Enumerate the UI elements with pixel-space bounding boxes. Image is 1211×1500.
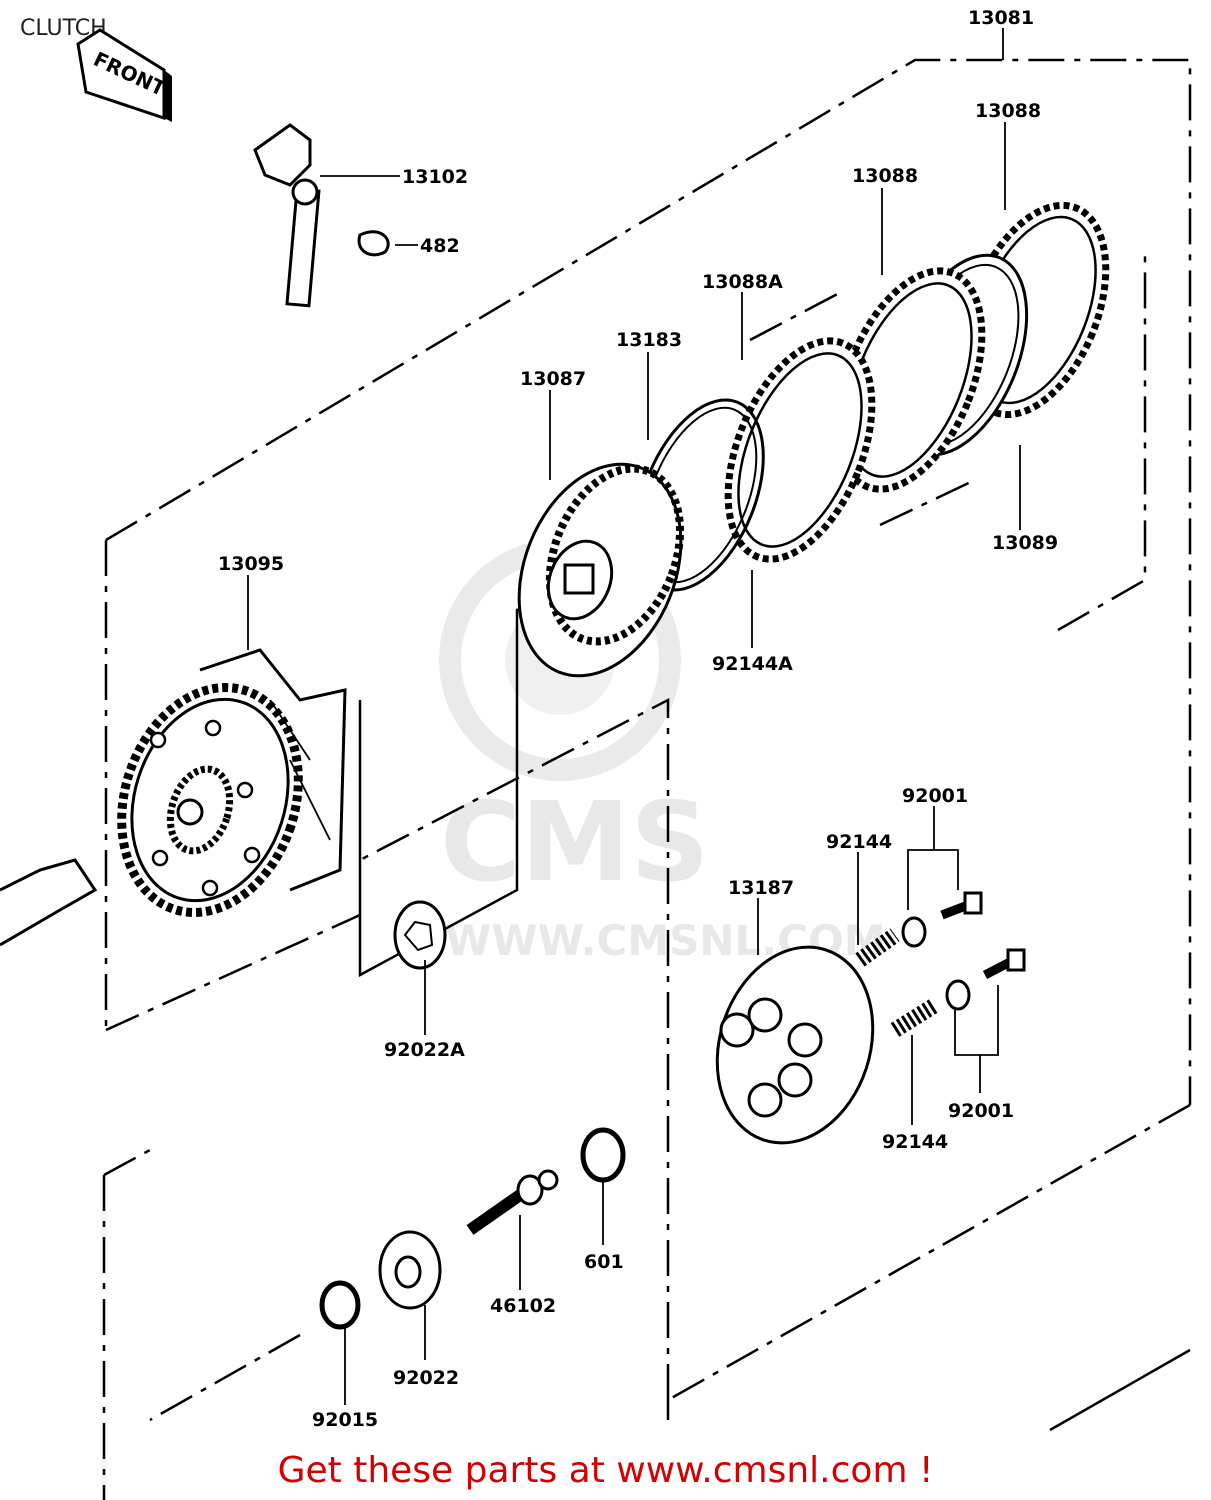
part-label: 92144 — [826, 831, 892, 853]
clutch-release-lever — [253, 123, 390, 308]
part-label: 13081 — [968, 7, 1034, 29]
part-label: 13183 — [616, 329, 682, 351]
pressure-plate — [715, 945, 875, 1145]
part-label: 13089 — [992, 532, 1058, 554]
part-label: 13187 — [728, 877, 794, 899]
part-label: 13102 — [402, 166, 468, 188]
part-label: 92144A — [712, 653, 793, 675]
part-label: 92144 — [882, 1131, 948, 1153]
footer-link-text[interactable]: Get these parts at www.cmsnl.com ! — [277, 1450, 934, 1491]
part-label: 13095 — [218, 553, 284, 575]
part-label: 46102 — [490, 1295, 556, 1317]
leader-lines — [247, 28, 1021, 1405]
part-label: 92022 — [393, 1367, 459, 1389]
part-label: 92001 — [948, 1100, 1014, 1122]
part-label: 92001 — [902, 785, 968, 807]
clutch-outer-housing — [0, 648, 347, 947]
part-label: 601 — [584, 1251, 624, 1273]
front-arrow-icon: FRONT — [76, 28, 172, 122]
part-label: 13088A — [702, 271, 783, 293]
part-label: 13088 — [975, 100, 1041, 122]
watermark-logo: CMS — [440, 778, 709, 906]
part-label: 92015 — [312, 1409, 378, 1431]
part-labels: 13081 13088 13088 13102 482 13088A 13183… — [218, 7, 1058, 1431]
part-label: 482 — [420, 235, 460, 257]
part-label: 13087 — [520, 368, 586, 390]
lock-washer — [393, 900, 447, 970]
part-label: 13088 — [852, 165, 918, 187]
clutch-hub — [517, 462, 685, 678]
release-components — [319, 1127, 626, 1330]
friction-plates — [724, 201, 1110, 563]
springs-and-bolts — [855, 891, 1026, 1037]
part-label: 92022A — [384, 1039, 465, 1061]
